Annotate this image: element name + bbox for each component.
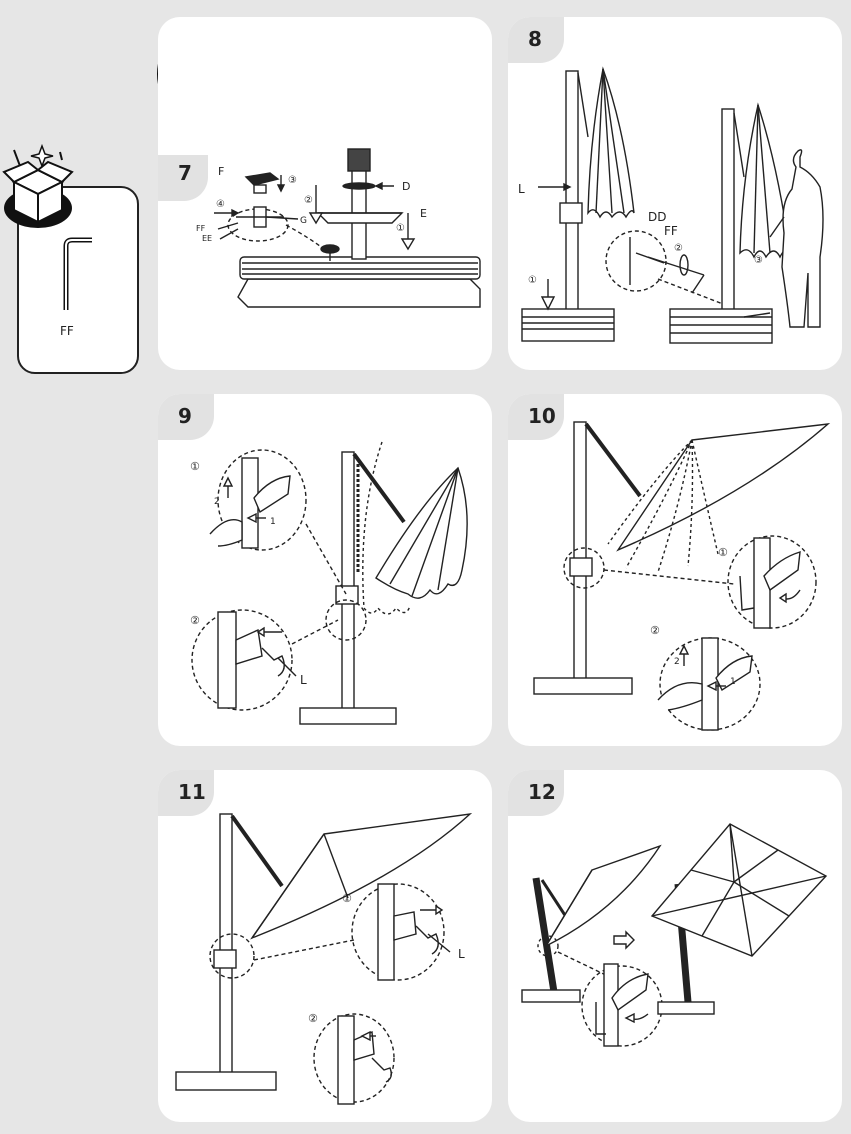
step-11-tab xyxy=(158,770,214,816)
step-8-number: 8 xyxy=(528,27,542,51)
step-9-number: 9 xyxy=(178,404,192,428)
label-e: E xyxy=(420,207,427,220)
step-10-number: 10 xyxy=(528,404,556,428)
label-n2: 2 xyxy=(674,657,680,667)
label-c2: ② xyxy=(308,1012,318,1025)
label-c2: ② xyxy=(674,243,683,254)
step-9-diagram: ① ② L 2 1 xyxy=(190,441,468,725)
step-10-tab xyxy=(508,394,564,440)
label-ff: FF xyxy=(196,224,206,233)
step-10-panel: 10 ① xyxy=(508,394,842,746)
label-c3: ③ xyxy=(288,175,297,186)
step-7-tab xyxy=(158,155,208,201)
step-10-diagram: ① ② 2 1 xyxy=(533,421,831,731)
label-g: G xyxy=(300,216,307,226)
step-8-panel: 8 xyxy=(508,17,842,370)
step-12-panel: 12 xyxy=(508,770,842,1122)
step-9-tab xyxy=(158,394,214,440)
step-11-diagram: ① ② L xyxy=(175,813,473,1105)
label-n1: 1 xyxy=(270,517,276,527)
part-label-ff: FF xyxy=(60,324,74,338)
label-c1: ① xyxy=(396,223,405,234)
label-f: F xyxy=(218,165,224,178)
label-l: L xyxy=(300,673,307,687)
step-7-number: 7 xyxy=(178,161,192,185)
step-8-tab xyxy=(508,17,564,63)
step-12-diagram xyxy=(521,823,828,1047)
parts-panel xyxy=(17,186,139,374)
label-c4: ④ xyxy=(216,199,225,210)
label-c2: ② xyxy=(190,614,200,627)
label-c2: ② xyxy=(304,195,313,206)
step-9-panel: 9 ① xyxy=(158,394,492,746)
label-c3: ③ xyxy=(754,255,763,266)
label-l: L xyxy=(458,947,465,961)
step-12-tab xyxy=(508,770,564,816)
label-c1: ① xyxy=(342,892,352,905)
label-dd: DD xyxy=(648,210,666,224)
label-n1: 1 xyxy=(730,677,736,687)
step-8-diagram: L DD FF ② ① ③ xyxy=(518,66,824,344)
step-11-panel: 11 ① ② L xyxy=(158,770,492,1122)
label-c1: ① xyxy=(190,460,200,473)
step-7-diagram: F D E FF EE G ③ ② ① ④ xyxy=(196,148,481,308)
label-n2: 2 xyxy=(214,497,220,507)
label-c1: ① xyxy=(718,546,728,559)
label-l: L xyxy=(518,182,525,196)
label-c1: ① xyxy=(528,275,537,286)
label-ff: FF xyxy=(664,224,678,238)
step-7-panel: 7 xyxy=(158,17,492,370)
label-d: D xyxy=(402,180,410,193)
base-block xyxy=(237,278,481,308)
label-ee: EE xyxy=(202,234,212,243)
label-c2: ② xyxy=(650,624,660,637)
step-11-number: 11 xyxy=(178,780,206,804)
step-12-number: 12 xyxy=(528,780,556,804)
